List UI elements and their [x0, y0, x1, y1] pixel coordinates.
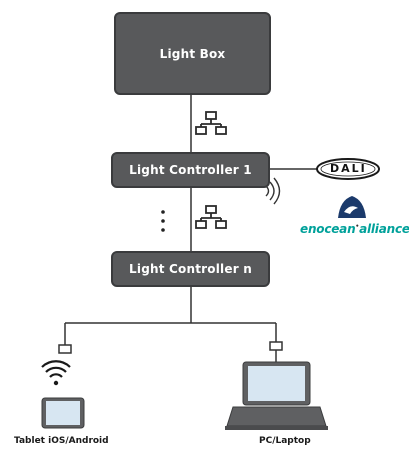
tablet-label: Tablet iOS/Android	[14, 436, 109, 446]
enocean-emblem	[338, 196, 366, 218]
laptop-icon	[225, 361, 328, 430]
enocean-alliance-logo: enocean•alliance	[300, 222, 409, 236]
light-controller-1-label: Light Controller 1	[129, 163, 252, 177]
dali-text: DALI	[330, 162, 367, 175]
light-controller-n-label: Light Controller n	[129, 262, 252, 276]
light-box-label: Light Box	[159, 46, 226, 61]
light-box-node: Light Box	[114, 12, 271, 95]
light-controller-n-node: Light Controller n	[111, 251, 270, 287]
enocean-text: enocean	[300, 222, 356, 236]
pc-connector	[269, 341, 283, 351]
light-controller-1-node: Light Controller 1	[111, 152, 270, 188]
ellipsis-icon	[161, 210, 165, 232]
enocean-alliance-text: alliance	[359, 222, 409, 236]
network-icon	[195, 205, 227, 229]
tablet-icon	[41, 397, 85, 429]
tablet-connector	[58, 344, 72, 354]
network-icon	[195, 111, 227, 135]
dali-logo	[316, 158, 380, 180]
wifi-signal-icon	[41, 360, 71, 386]
pc-label: PC/Laptop	[259, 436, 311, 446]
